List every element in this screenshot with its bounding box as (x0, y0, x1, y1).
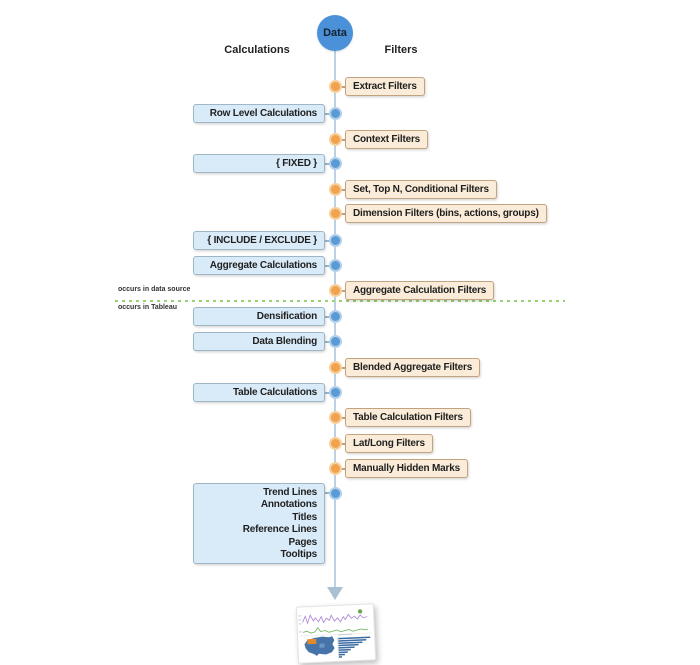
flow-arrowhead-icon (327, 587, 343, 600)
box-dimension-filters: Dimension Filters (bins, actions, groups… (345, 204, 547, 223)
dot-include-exclude-lod (328, 234, 342, 247)
connector-fixed-lod (323, 162, 332, 165)
render-element-label: Pages (288, 536, 318, 548)
dot-aggregate-calculation-filters (328, 284, 342, 297)
dot-row-level-calculations (328, 107, 342, 120)
connector-context-filters (337, 138, 346, 141)
box-row-level-calculations: Row Level Calculations (193, 104, 325, 123)
render-element-label: Trend Lines (263, 487, 317, 498)
box-densification: Densification (193, 307, 325, 326)
data-node-label: Data (323, 27, 347, 39)
render-element-label: Titles (292, 511, 317, 523)
connector-densification (323, 315, 332, 318)
connector-aggregate-calculation-filters (337, 289, 346, 292)
dot-render-elements (328, 486, 342, 500)
box-table-calculation-filters: Table Calculation Filters (345, 408, 471, 427)
dot-extract-filters (328, 80, 342, 93)
dot-lat-long-filters (328, 437, 342, 450)
connector-blended-aggregate-filters (337, 366, 346, 369)
occurs-in-data-source-label: occurs in data source (118, 286, 191, 293)
filters-column-header: Filters (384, 44, 418, 56)
dot-dimension-filters (328, 207, 342, 220)
calculations-column-header: Calculations (224, 44, 290, 56)
connector-table-calculations (323, 391, 332, 394)
connector-aggregate-calculations (323, 264, 332, 267)
connector-include-exclude-lod (323, 239, 332, 242)
dashboard-thumbnail (295, 603, 377, 664)
data-node: Data (317, 15, 353, 51)
dot-set-top-n-conditional-filters (328, 183, 342, 196)
box-data-blending: Data Blending (193, 332, 325, 351)
dashboard-preview-icon (298, 609, 373, 659)
render-element-label: Tooltips (280, 549, 317, 561)
connector-dimension-filters (337, 212, 346, 215)
box-aggregate-calculations: Aggregate Calculations (193, 256, 325, 275)
box-extract-filters: Extract Filters (345, 77, 425, 96)
dot-fixed-lod (328, 157, 342, 170)
box-include-exclude-lod: { INCLUDE / EXCLUDE } (193, 231, 325, 250)
box-blended-aggregate-filters: Blended Aggregate Filters (345, 358, 481, 377)
connector-render-elements (323, 492, 332, 494)
box-lat-long-filters: Lat/Long Filters (345, 434, 433, 453)
dot-data-blending (328, 335, 342, 348)
box-set-top-n-conditional-filters: Set, Top N, Conditional Filters (345, 180, 497, 199)
box-fixed-lod: { FIXED } (193, 154, 325, 173)
dot-aggregate-calculations (328, 259, 342, 272)
data-source-tableau-divider (115, 300, 565, 302)
connector-row-level-calculations (323, 112, 332, 115)
box-aggregate-calculation-filters: Aggregate Calculation Filters (345, 281, 495, 300)
occurs-in-tableau-label: occurs in Tableau (118, 304, 177, 311)
connector-extract-filters (337, 85, 346, 88)
dot-table-calculations (328, 386, 342, 399)
dot-table-calculation-filters (328, 411, 342, 424)
dot-blended-aggregate-filters (328, 361, 342, 374)
dot-densification (328, 310, 342, 323)
dot-manually-hidden-marks (328, 462, 342, 475)
connector-lat-long-filters (337, 442, 346, 445)
render-element-label: Annotations (260, 499, 317, 511)
connector-data-blending (323, 340, 332, 343)
box-manually-hidden-marks: Manually Hidden Marks (345, 459, 468, 478)
dot-context-filters (328, 133, 342, 146)
box-context-filters: Context Filters (345, 130, 429, 149)
connector-table-calculation-filters (337, 416, 346, 419)
render-element-label: Reference Lines (242, 524, 317, 536)
connector-manually-hidden-marks (337, 467, 346, 470)
box-table-calculations: Table Calculations (193, 383, 325, 402)
connector-set-top-n-conditional-filters (337, 188, 346, 191)
